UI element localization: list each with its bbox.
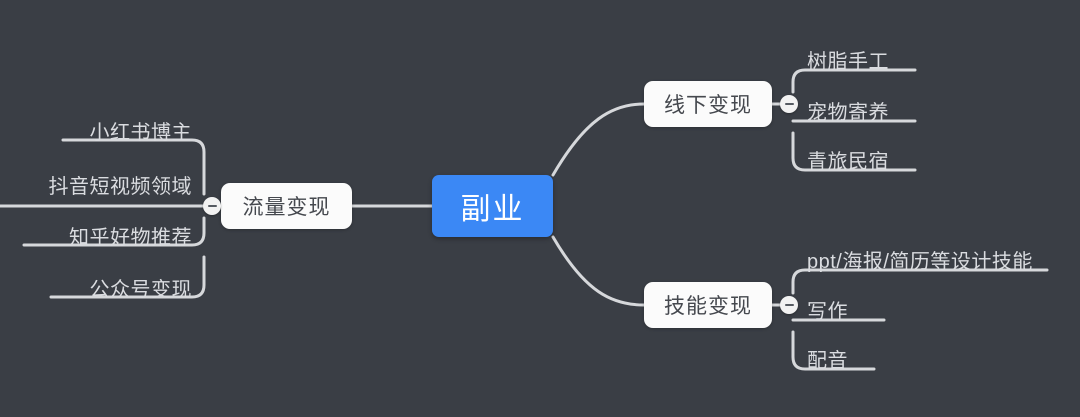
minus-icon — [207, 205, 217, 207]
minus-icon — [784, 103, 794, 105]
leaf-offline-2[interactable]: 宠物寄养 — [807, 102, 889, 124]
elbow-traffic-1 — [61, 138, 206, 196]
leaf-traffic-3[interactable]: 知乎好物推荐 — [69, 227, 192, 249]
leaf-skill-2[interactable]: 写作 — [807, 301, 848, 323]
root-node[interactable]: 副业 — [432, 175, 553, 237]
branch-node-skill-label: 技能变现 — [664, 295, 752, 318]
branch-node-skill[interactable]: 技能变现 — [644, 282, 772, 328]
edge-root-skill — [551, 235, 646, 307]
branch-node-offline-label: 线下变现 — [664, 94, 752, 117]
leaf-traffic-1[interactable]: 小红书博主 — [89, 122, 192, 144]
elbow-traffic-3 — [22, 216, 206, 247]
minus-icon — [784, 304, 794, 306]
elbow-offline-3 — [791, 131, 917, 172]
edge-root-offline — [551, 102, 646, 177]
root-node-label: 副业 — [460, 193, 525, 226]
elbow-skill-1 — [791, 268, 1049, 295]
leaf-offline-1[interactable]: 树脂手工 — [807, 51, 889, 73]
branch-node-offline[interactable]: 线下变现 — [644, 81, 772, 127]
branch-node-traffic[interactable]: 流量变现 — [221, 183, 352, 229]
branch-node-traffic-label: 流量变现 — [242, 196, 331, 219]
collapse-toggle-offline[interactable] — [780, 95, 798, 113]
elbow-offline-1 — [791, 68, 917, 94]
collapse-toggle-skill[interactable] — [780, 296, 798, 314]
collapse-toggle-traffic[interactable] — [203, 197, 221, 215]
elbow-traffic-4 — [49, 255, 206, 299]
elbow-skill-3 — [791, 330, 876, 371]
leaf-skill-3[interactable]: 配音 — [807, 350, 848, 372]
leaf-traffic-4[interactable]: 公众号变现 — [89, 279, 192, 301]
leaf-skill-1[interactable]: ppt/海报/简历等设计技能 — [807, 251, 1033, 273]
leaf-traffic-2[interactable]: 抖音短视频领域 — [48, 176, 192, 198]
leaf-offline-3[interactable]: 青旅民宿 — [807, 151, 889, 173]
